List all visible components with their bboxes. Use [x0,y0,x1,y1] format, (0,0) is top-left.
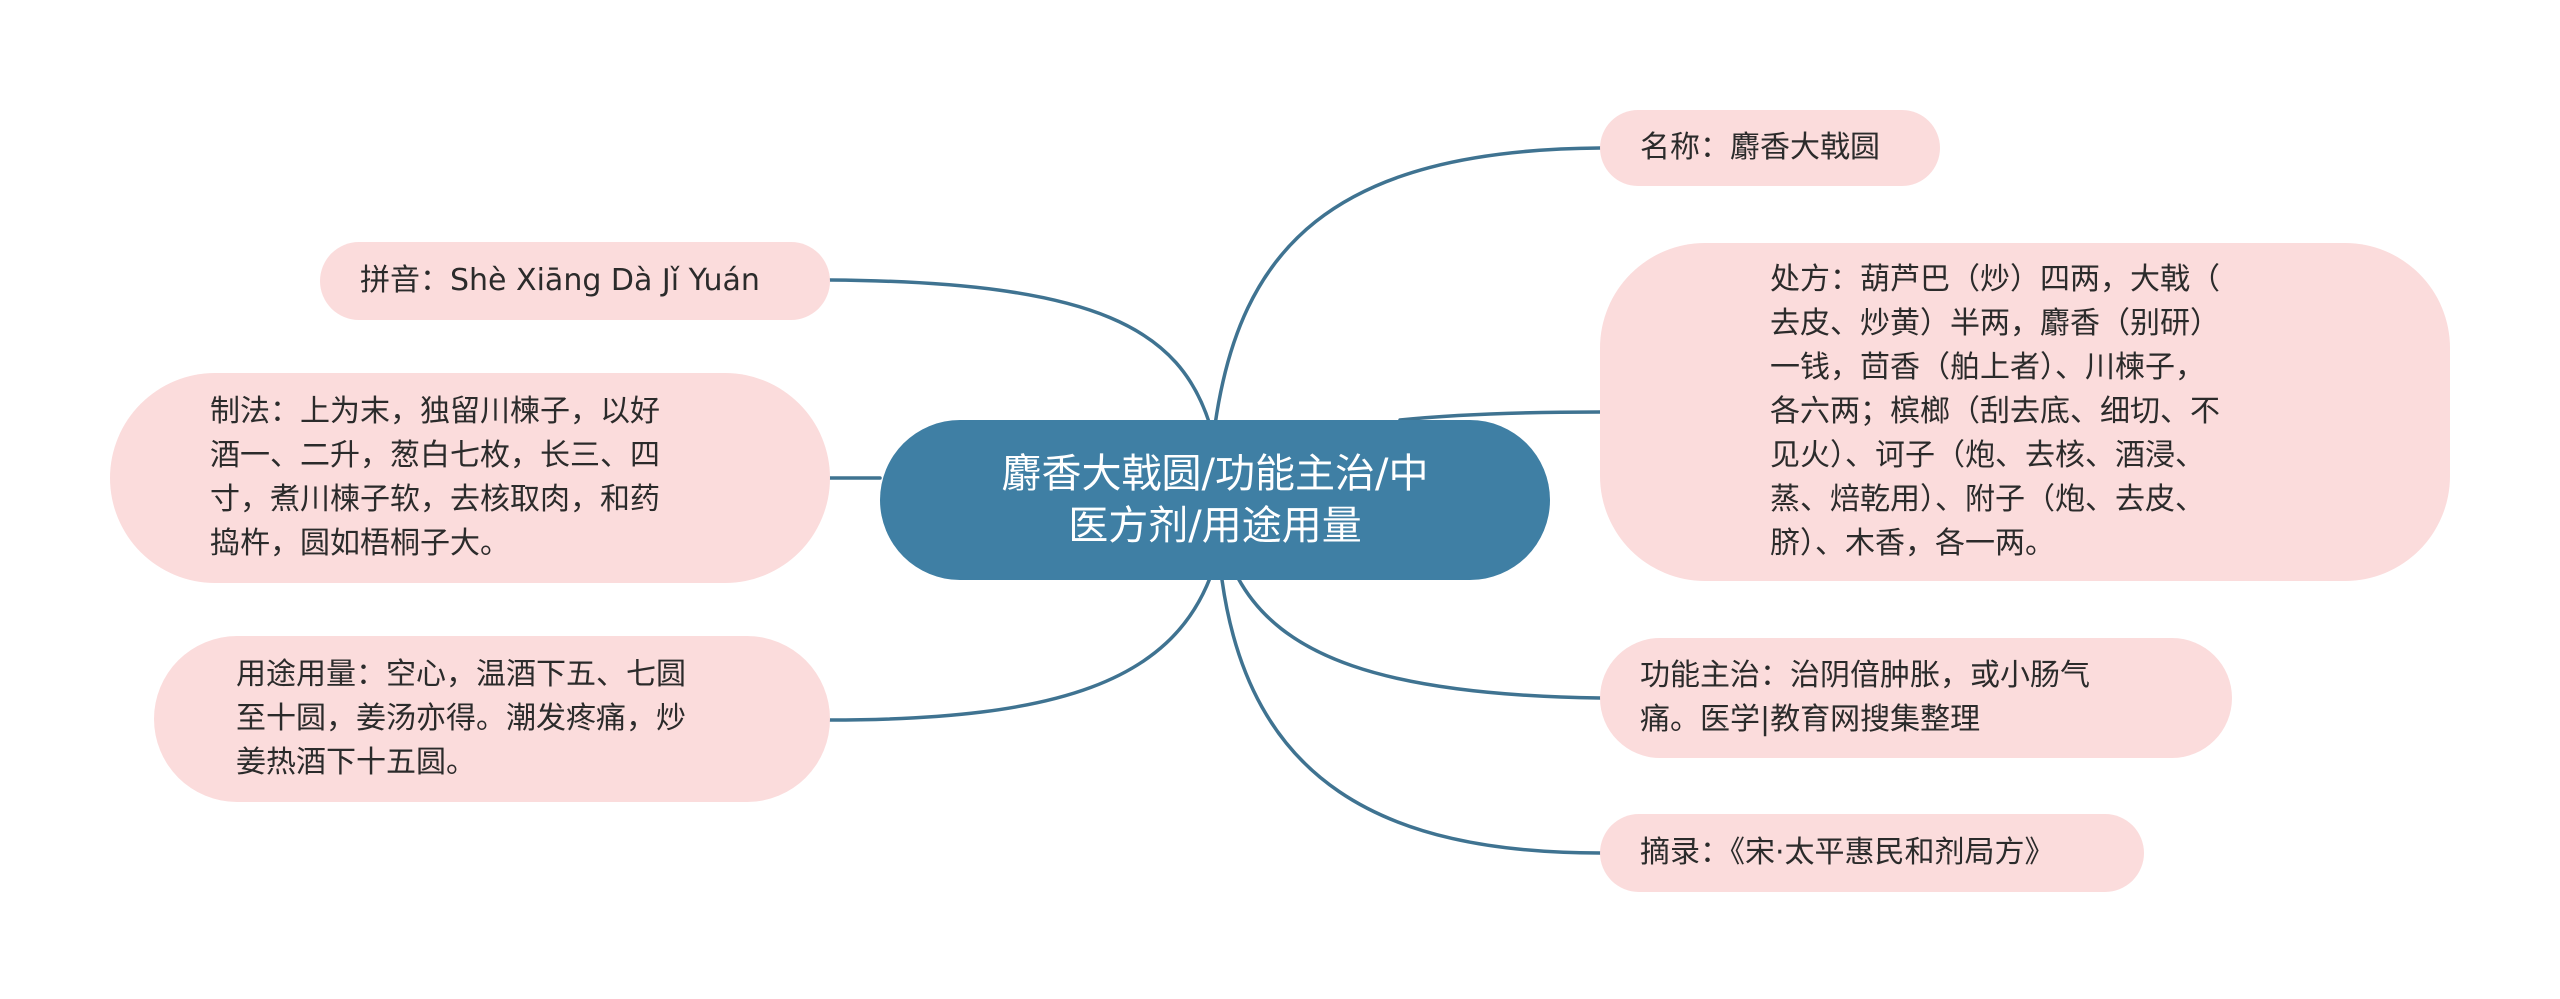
link-name [1213,146,1602,427]
node-excerpt-text: 摘录：《宋·太平惠民和剂局方》 [1640,835,2055,870]
node-name[interactable]: 名称：麝香大戟圆 [1600,110,1940,186]
node-pinyin-text: 拼音：Shè Xiāng Dà Jǐ Yuán [360,263,760,298]
central-topic-line2: 医方剂/用途用量 [1068,503,1362,549]
central-topic-line1: 麝香大戟圆/功能主治/中 [1001,451,1429,497]
node-prescription[interactable]: 处方：葫芦巴（炒）四两，大戟（ 去皮、炒黄）半两，麝香（别研） 一钱，茴香（舶上… [1600,243,2450,581]
node-function[interactable]: 功能主治：治阴偣肿胀，或小肠气 痛。医学|教育网搜集整理 [1600,638,2232,758]
link-pinyin [828,278,1212,427]
link-excerpt [1220,578,1602,855]
node-name-text: 名称：麝香大戟圆 [1640,130,1880,165]
link-usage [828,576,1212,722]
node-prescription-text: 处方：葫芦巴（炒）四两，大戟（ 去皮、炒黄）半两，麝香（别研） 一钱，茴香（舶上… [1770,262,2220,561]
link-function [1236,576,1602,700]
node-usage[interactable]: 用途用量：空心，温酒下五、七圆 至十圆，姜汤亦得。潮发疼痛，炒 姜热酒下十五圆。 [154,636,830,802]
central-topic[interactable]: 麝香大戟圆/功能主治/中 医方剂/用途用量 [880,420,1550,580]
node-pinyin[interactable]: 拼音：Shè Xiāng Dà Jǐ Yuán [320,242,830,320]
node-usage-text: 用途用量：空心，温酒下五、七圆 至十圆，姜汤亦得。潮发疼痛，炒 姜热酒下十五圆。 [236,657,686,780]
node-method-text: 制法：上为末，独留川楝子，以好 酒一、二升，葱白七枚，长三、四 寸，煮川楝子软，… [210,394,660,561]
link-prescription [1398,410,1602,422]
node-function-text: 功能主治：治阴偣肿胀，或小肠气 痛。医学|教育网搜集整理 [1640,658,2090,737]
node-excerpt[interactable]: 摘录：《宋·太平惠民和剂局方》 [1600,814,2144,892]
node-method[interactable]: 制法：上为末，独留川楝子，以好 酒一、二升，葱白七枚，长三、四 寸，煮川楝子软，… [110,373,830,583]
